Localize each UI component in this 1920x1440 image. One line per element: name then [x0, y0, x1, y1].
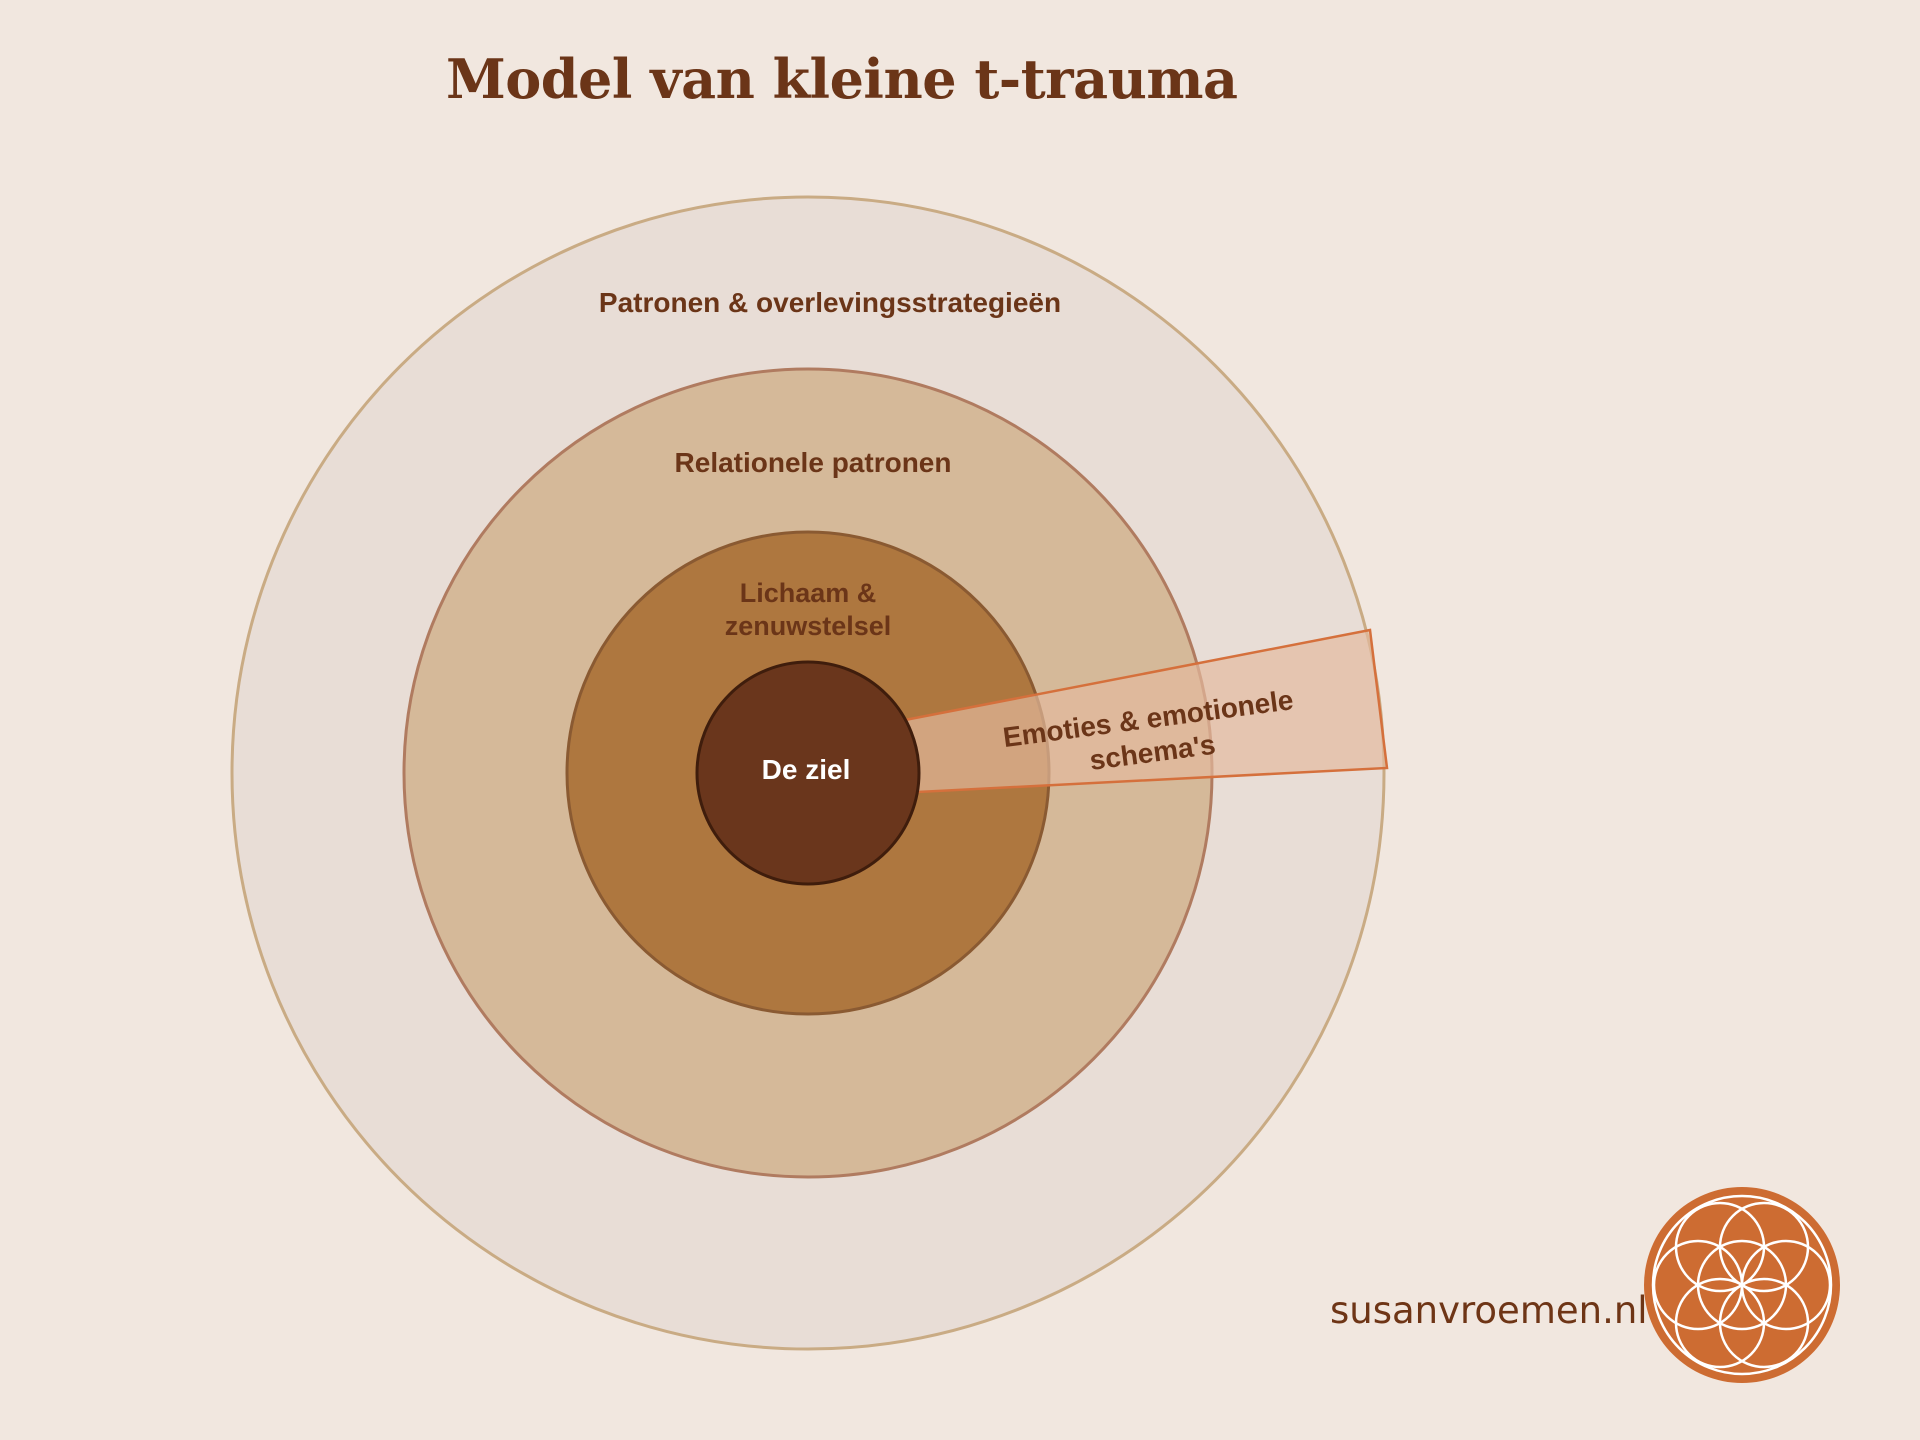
- website-link[interactable]: susanvroemen.nl: [1330, 1289, 1648, 1332]
- core-label: De ziel: [762, 754, 851, 785]
- core-circle: [695, 660, 921, 886]
- relational-ring-label: Relationele patronen: [675, 447, 952, 478]
- body-ring-label-line2: zenuwstelsel: [725, 611, 892, 641]
- body-ring-label-line1: Lichaam &: [740, 578, 877, 608]
- diagram-title: Model van kleine t-trauma: [446, 47, 1238, 111]
- flower-of-life-logo: [1644, 1187, 1840, 1383]
- outer-ring-label: Patronen & overlevingsstrategieën: [599, 287, 1061, 318]
